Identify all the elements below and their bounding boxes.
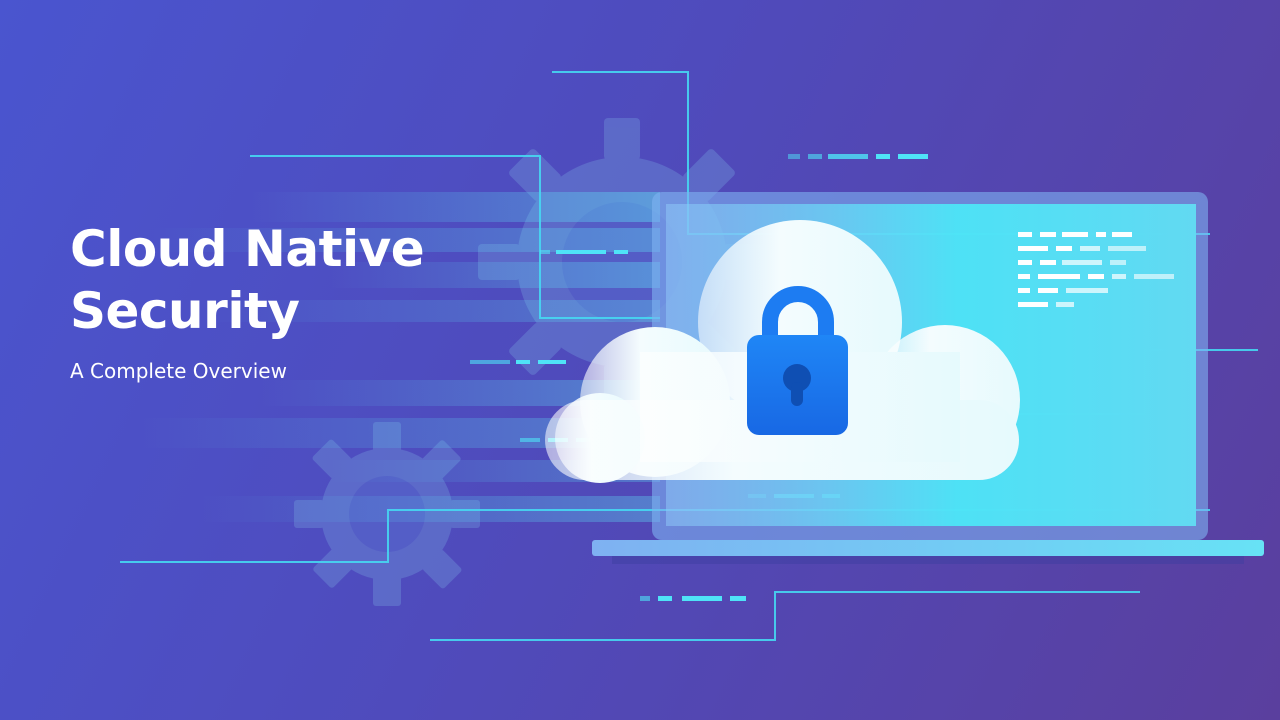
page-title: Cloud Native Security [70, 218, 425, 342]
title-line-2: Security [70, 282, 300, 340]
page-subtitle: A Complete Overview [70, 359, 287, 383]
screen-code-lines [1018, 232, 1174, 307]
padlock-icon [747, 286, 848, 435]
title-line-1: Cloud Native [70, 220, 425, 278]
